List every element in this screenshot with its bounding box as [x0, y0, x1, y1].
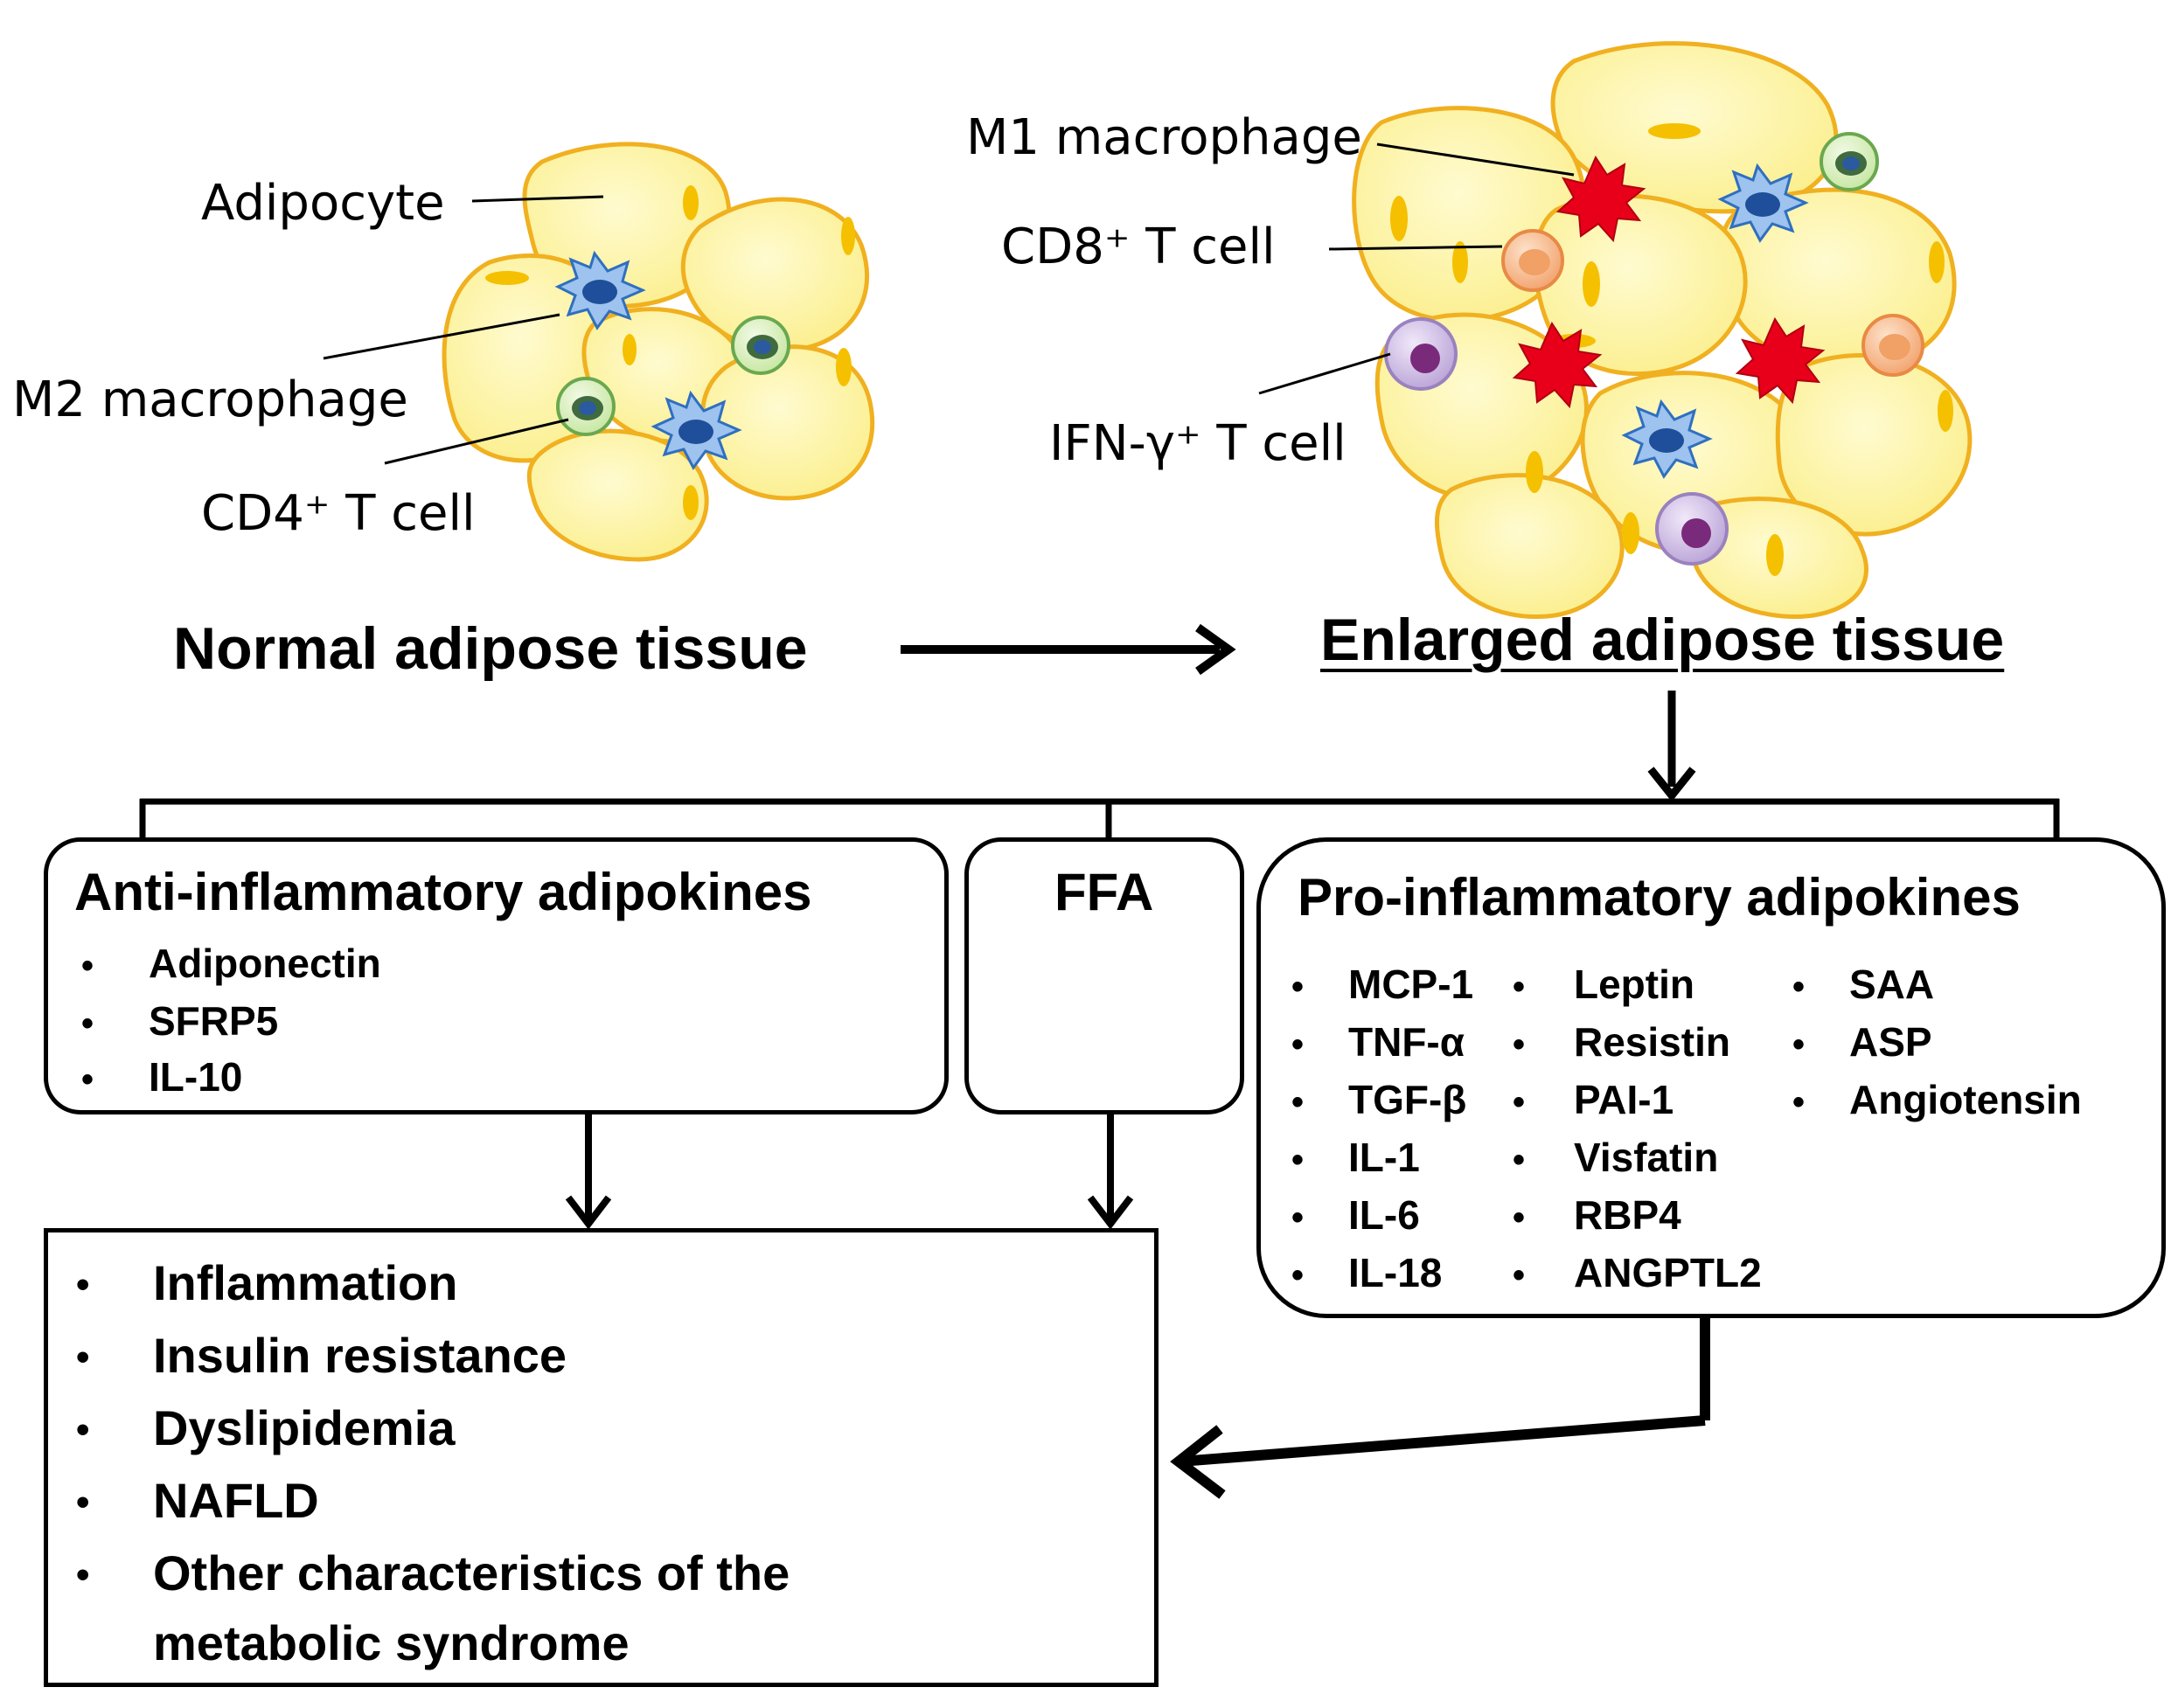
leader-line-ifn [1258, 352, 1391, 395]
m1-macrophage [1735, 316, 1826, 405]
cd4-t-cell [731, 316, 790, 375]
bullet: • [1291, 1025, 1305, 1064]
m2-macrophage [1621, 399, 1713, 479]
anti-item-sfrp5: SFRP5 [149, 998, 279, 1044]
anti-inflammatory-box: Anti-inflammatory adipokines • Adiponect… [44, 837, 949, 1114]
bullet: • [1792, 1083, 1806, 1121]
m1-macrophage [1512, 321, 1603, 409]
normal-adipocyte-cluster [442, 142, 875, 562]
bullet: • [1513, 1141, 1526, 1179]
bullet: • [1291, 1083, 1305, 1121]
ffa-to-outcome-arrow [1087, 1114, 1134, 1230]
outcome-continuation: metabolic syndrome [153, 1615, 630, 1670]
pro-col3-item: SAA [1849, 962, 1935, 1007]
pro-col2-item: RBP4 [1574, 1192, 1681, 1238]
cd8-t-cell-label: CD8⁺ T cell [1001, 219, 1276, 275]
m2-macrophage-label: M2 macrophage [12, 371, 408, 428]
outcome-item: NAFLD [153, 1473, 319, 1528]
outcome-item: Insulin resistance [153, 1328, 567, 1383]
branch-connector [139, 798, 2060, 844]
pro-col2-item: PAI-1 [1574, 1077, 1674, 1122]
bullet: • [1513, 968, 1526, 1006]
anti-to-outcome-arrow [565, 1114, 612, 1230]
adipocyte-cell [1775, 353, 1973, 537]
enlarged-tissue-title: Enlarged adipose tissue [1320, 607, 2005, 673]
bullet: • [76, 1336, 90, 1378]
ifn-gamma-t-cell [1655, 492, 1729, 566]
m2-macrophage [1717, 163, 1809, 243]
pro-col2-item: Resistin [1574, 1019, 1730, 1065]
bullet: • [1513, 1025, 1526, 1064]
cd4-t-cell [1820, 132, 1879, 191]
bullet: • [76, 1553, 90, 1596]
adipocyte-cell [680, 197, 870, 352]
cd4-t-cell [556, 377, 616, 436]
pro-inflammatory-title: Pro-inflammatory adipokines [1298, 868, 2021, 927]
pro-col3-item: Angiotensin [1849, 1077, 2082, 1122]
enlarged-down-arrow [1647, 691, 1696, 802]
bullet: • [1513, 1198, 1526, 1237]
leader-line-adipocyte [471, 195, 604, 203]
bullet: • [81, 1004, 94, 1043]
pro-col2-item: ANGPTL2 [1574, 1250, 1762, 1295]
outcome-item: Other characteristics of the [153, 1545, 790, 1600]
bullet: • [1792, 1025, 1806, 1064]
bullet: • [1513, 1256, 1526, 1295]
outcome-item: Inflammation [153, 1255, 458, 1310]
bullet: • [1291, 968, 1305, 1006]
m1-macrophage [1555, 155, 1646, 243]
anti-item-adiponectin: Adiponectin [149, 941, 381, 986]
bullet: • [76, 1481, 90, 1524]
normal-to-enlarged-arrow [901, 623, 1236, 676]
leader-line-m1 [1376, 142, 1575, 177]
pro-col1-item: IL-1 [1348, 1135, 1420, 1180]
pro-col1-item: IL-6 [1348, 1192, 1420, 1238]
bullet: • [76, 1408, 90, 1451]
anti-item-il10: IL-10 [149, 1054, 243, 1100]
pro-col1-item: TGF-β [1348, 1077, 1467, 1122]
adipocyte-cell [1434, 473, 1625, 620]
pro-inflammatory-box: Pro-inflammatory adipokines • MCP-1 • TNF-α… [1256, 837, 2166, 1318]
ffa-title: FFA [1054, 863, 1154, 921]
bullet: • [81, 947, 94, 985]
bullet: • [1291, 1141, 1305, 1179]
ifn-gamma-t-cell-label: IFN-γ⁺ T cell [1049, 415, 1346, 472]
m2-macrophage [651, 390, 742, 470]
m2-macrophage [554, 250, 646, 330]
pro-col2-item: Visfatin [1574, 1135, 1719, 1180]
ffa-box: FFA [964, 837, 1244, 1114]
adipocyte-cell [526, 428, 709, 562]
cd8-t-cell [1501, 229, 1564, 292]
pro-col1-item: TNF-α [1348, 1019, 1465, 1065]
anti-inflammatory-title: Anti-inflammatory adipokines [74, 863, 812, 921]
m1-macrophage-label: M1 macrophage [966, 109, 1362, 166]
ifn-gamma-t-cell [1384, 317, 1458, 391]
bullet: • [1291, 1256, 1305, 1295]
pro-to-outcome-arrow [1170, 1316, 1710, 1499]
adipocyte-cell [1533, 193, 1748, 377]
pro-col1-item: IL-18 [1348, 1250, 1443, 1295]
pro-col2-item: Leptin [1574, 962, 1694, 1007]
leader-line-cd4 [384, 418, 569, 465]
pro-col1-item: MCP-1 [1348, 962, 1474, 1007]
outcomes-box: • Inflammation • Insulin resistance • Dyslipi… [44, 1228, 1159, 1687]
bullet: • [1792, 968, 1806, 1006]
leader-line-cd8 [1328, 245, 1503, 251]
enlarged-adipocyte-cluster [1352, 41, 1973, 620]
bullet: • [76, 1263, 90, 1306]
bullet: • [1291, 1198, 1305, 1237]
adipocyte-label: Adipocyte [201, 175, 445, 232]
cd4-t-cell-label: CD4⁺ T cell [201, 485, 476, 542]
leader-line-m2 [323, 313, 560, 360]
bullet: • [1513, 1083, 1526, 1121]
outcome-item: Dyslipidemia [153, 1400, 456, 1455]
normal-tissue-title: Normal adipose tissue [173, 615, 808, 682]
cd8-t-cell [1861, 314, 1924, 377]
bullet: • [81, 1060, 94, 1099]
pro-col3-item: ASP [1849, 1019, 1932, 1065]
